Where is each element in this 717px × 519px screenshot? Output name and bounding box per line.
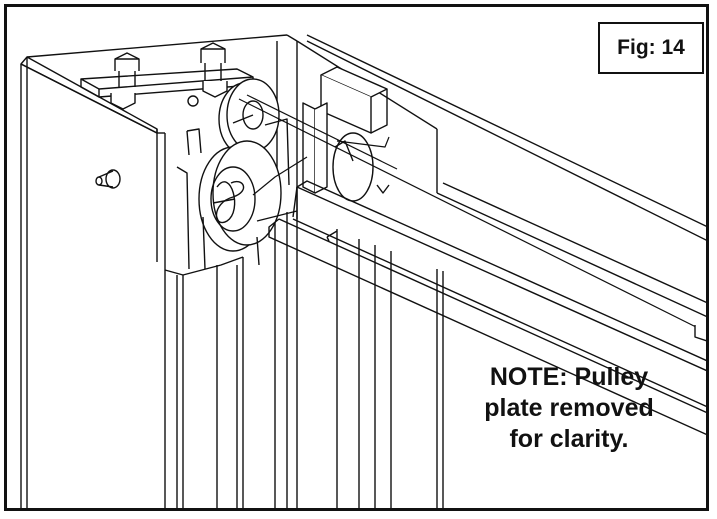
- rear-pulley: [332, 132, 390, 202]
- top-bracket: [80, 42, 254, 110]
- inner-channel: [176, 166, 260, 270]
- left-side-panel: [20, 34, 298, 508]
- vertical-channels: [164, 211, 444, 508]
- note-line-2: plate removed: [484, 394, 654, 422]
- figure-frame: Fig: 14 NOTE: Pulley plate removed for c…: [4, 4, 709, 511]
- note-line-1: NOTE: Pulley: [489, 363, 649, 391]
- guide-plate: [186, 102, 328, 194]
- note-line-3: for clarity.: [509, 425, 629, 453]
- cables: [238, 94, 706, 333]
- figure-label: Fig: 14: [598, 22, 704, 74]
- horizontal-track: [268, 180, 706, 436]
- side-pin: [95, 169, 121, 189]
- note-text: NOTE: Pulley plate removed for clarity.: [439, 362, 699, 455]
- stop-block: [320, 66, 388, 134]
- track-assembly-drawing: [20, 34, 706, 508]
